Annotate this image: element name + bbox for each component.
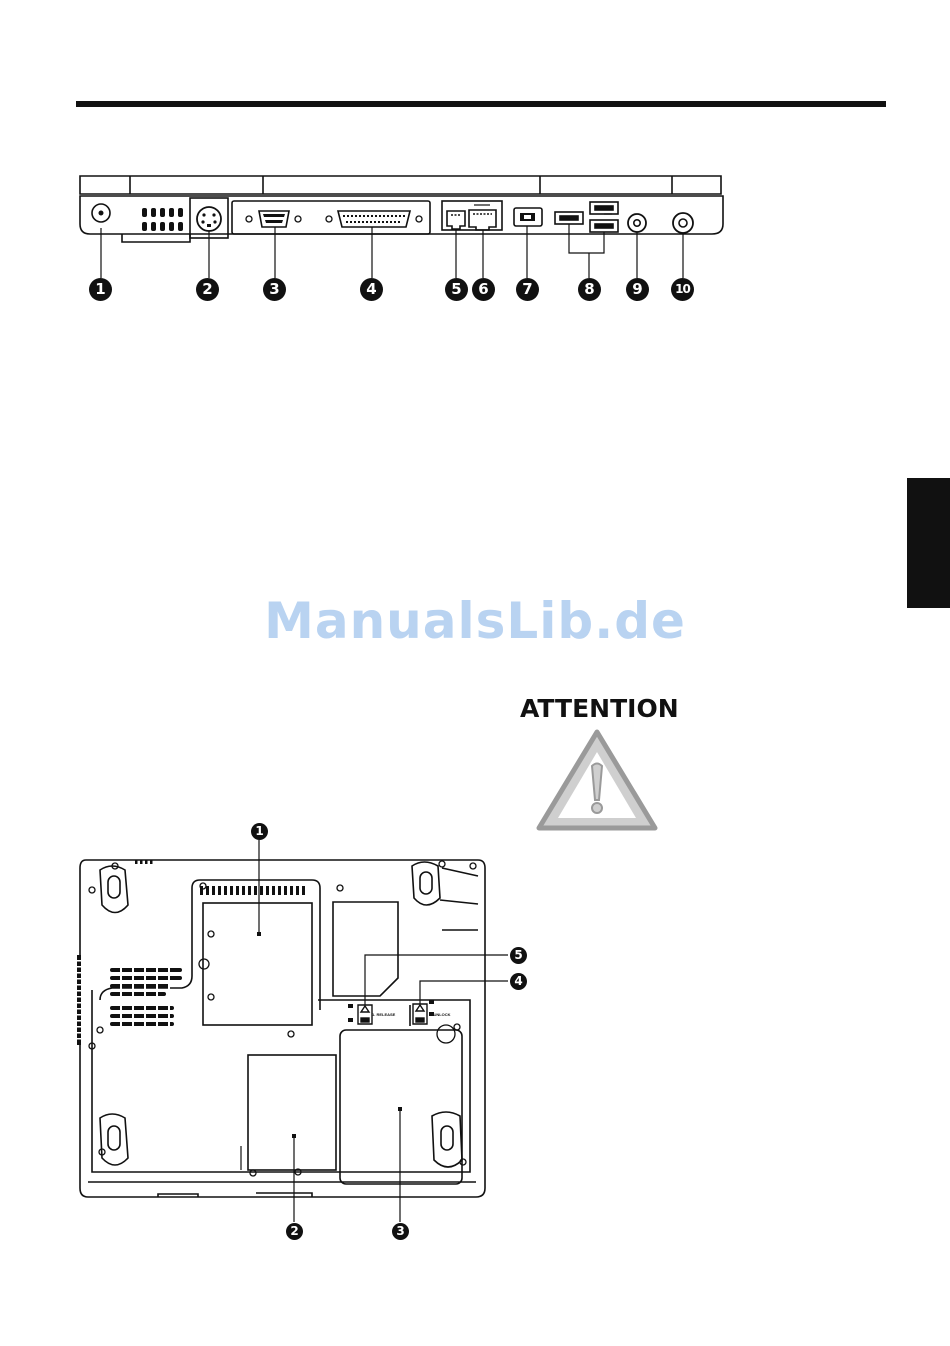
vent-grille-icon [135,860,305,895]
bottom-callout-5: 5 [510,947,527,964]
bottom-callout-3: 3 [392,1223,409,1240]
slider-label-unlock: 2. UNLOCK [429,1012,451,1017]
bottom-callout-4: 4 [510,973,527,990]
battery-release-latch-icon [358,1005,372,1024]
bottom-callout-1: 1 [251,823,268,840]
left-edge-vent-icon [77,955,81,1045]
bottom-callout-2: 2 [286,1223,303,1240]
slider-label-release: 1. RELEASE [372,1012,395,1017]
battery-lock-latch-icon [413,1004,427,1024]
